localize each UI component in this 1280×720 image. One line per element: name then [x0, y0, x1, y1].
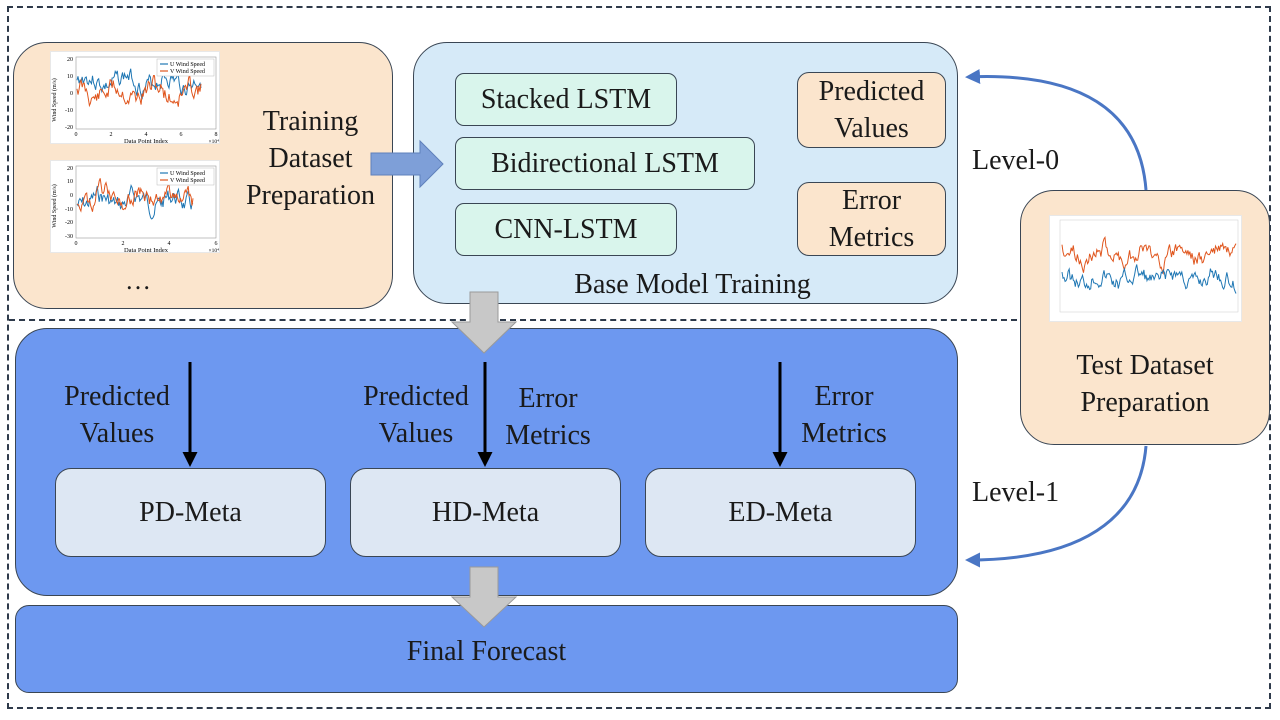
- plot2-xmult: ×10⁴: [208, 248, 219, 254]
- error-metrics-box: Error Metrics: [797, 182, 946, 256]
- pd-meta-box: PD-Meta: [55, 468, 326, 557]
- error-metrics-line: Error: [841, 185, 902, 216]
- plot1-legend-u: U Wind Speed: [170, 62, 205, 68]
- plot2-ytick: 0: [70, 193, 73, 199]
- hd-input-right-line: Metrics: [505, 420, 591, 451]
- plot2-ytick: -20: [65, 220, 73, 226]
- stacked-lstm-box: Stacked LSTM: [455, 73, 677, 126]
- plot2-legend: [156, 167, 215, 186]
- plot1-ytick: 20: [67, 57, 73, 63]
- plot1-xmult: ×10⁴: [208, 139, 219, 145]
- test-label-line: Test Dataset: [1076, 350, 1214, 381]
- training-plot-1-svg: Wind Speed (m/s) 20 10 0 -10 -20 U Wind …: [51, 56, 219, 145]
- plot2-xtick: 2: [122, 241, 125, 247]
- hd-input-left-line: Values: [378, 418, 454, 449]
- plot1-xtick: 6: [180, 132, 183, 138]
- plot2-xtick: 0: [75, 241, 78, 247]
- ed-input-line: Error: [814, 381, 874, 412]
- ed-input-line: Metrics: [801, 418, 887, 449]
- predicted-values-line: Predicted: [818, 76, 925, 107]
- hd-input-right-label: Error Metrics: [492, 380, 604, 454]
- plot2-ylabel: Wind Speed (m/s): [51, 184, 58, 227]
- plot2-ytick: 10: [67, 179, 73, 185]
- plot1-v-series: [76, 73, 202, 108]
- ed-meta-box: ED-Meta: [645, 468, 916, 557]
- training-plot-2: Wind Speed (m/s) 20 10 0 -10 -20 -30 U W…: [50, 160, 220, 254]
- base-to-meta-arrow: [450, 291, 518, 354]
- final-forecast-label: Final Forecast: [406, 636, 567, 667]
- outer-dashed-frame: [7, 6, 1271, 709]
- plot2-xlabel: Data Point Index: [124, 247, 169, 254]
- test-u-series: [1061, 264, 1237, 294]
- training-label-line: Preparation: [245, 180, 376, 211]
- training-label-line: Training: [262, 106, 359, 137]
- plot1-xtick: 4: [145, 132, 148, 138]
- plot2-axes-box: [75, 165, 217, 239]
- ed-input-label: Error Metrics: [788, 378, 900, 452]
- ellipsis: …: [125, 266, 151, 295]
- training-dataset-label: Training Dataset Preparation: [228, 103, 393, 214]
- plot2-xtick: 4: [168, 241, 171, 247]
- training-label-line: Dataset: [268, 143, 353, 174]
- plot1-ytick: -20: [65, 125, 73, 131]
- test-plot-axes-box: [1059, 219, 1239, 313]
- test-plot-svg: [1059, 219, 1239, 313]
- plot1-xtick: 2: [110, 132, 113, 138]
- meta-to-final-arrow: [450, 566, 518, 628]
- pd-input-label: Predicted Values: [42, 378, 192, 452]
- plot2-ytick: 20: [67, 166, 73, 172]
- training-plot-1: Wind Speed (m/s) 20 10 0 -10 -20 U Wind …: [50, 51, 220, 145]
- plot2-legend-v: V Wind Speed: [170, 178, 205, 184]
- plot1-axes-box: [75, 56, 217, 130]
- hd-meta-box: HD-Meta: [350, 468, 621, 557]
- plot1-ylabel: Wind Speed (m/s): [51, 78, 58, 121]
- pd-input-line: Predicted: [64, 381, 170, 412]
- test-dataset-plot: [1049, 215, 1242, 322]
- pd-input-line: Values: [79, 418, 155, 449]
- bidirectional-lstm-box: Bidirectional LSTM: [455, 137, 755, 190]
- plot2-ytick: -30: [65, 234, 73, 240]
- hd-input-left-line: Predicted: [363, 381, 469, 412]
- error-metrics-line: Metrics: [828, 222, 915, 253]
- test-to-level1-arrow: [965, 445, 1148, 568]
- training-plot-2-svg: Wind Speed (m/s) 20 10 0 -10 -20 -30 U W…: [51, 165, 219, 254]
- predicted-values-box: Predicted Values: [797, 72, 946, 148]
- test-label-line: Preparation: [1080, 387, 1210, 418]
- test-dataset-label: Test Dataset Preparation: [1020, 347, 1270, 421]
- plot1-legend-v: V Wind Speed: [170, 69, 205, 75]
- predicted-values-line: Values: [834, 113, 909, 144]
- plot1-xtick: 0: [75, 132, 78, 138]
- level-0-label: Level-0: [972, 145, 1060, 176]
- plot1-ytick: 10: [67, 74, 73, 80]
- plot1-xtick: 8: [215, 132, 218, 138]
- cnn-lstm-box: CNN-LSTM: [455, 203, 677, 256]
- base-model-title: Base Model Training: [574, 269, 811, 300]
- test-to-level0-arrow: [965, 68, 1148, 191]
- plot1-ytick: 0: [70, 91, 73, 97]
- plot1-xlabel: Data Point Index: [124, 138, 169, 145]
- plot2-legend-u: U Wind Speed: [170, 171, 205, 177]
- plot1-ytick: -10: [65, 108, 73, 114]
- level-1-label: Level-1: [972, 477, 1060, 508]
- training-to-base-arrow: [370, 139, 444, 189]
- plot1-u-series: [76, 68, 202, 100]
- level-divider-line: [9, 319, 1017, 321]
- hd-input-right-line: Error: [518, 383, 578, 414]
- plot1-legend: [156, 58, 215, 77]
- plot2-v-series: [76, 178, 194, 213]
- plot2-ytick: -10: [65, 207, 73, 213]
- test-v-series: [1061, 235, 1237, 276]
- plot2-xtick: 6: [215, 241, 218, 247]
- hd-input-left-label: Predicted Values: [342, 378, 490, 452]
